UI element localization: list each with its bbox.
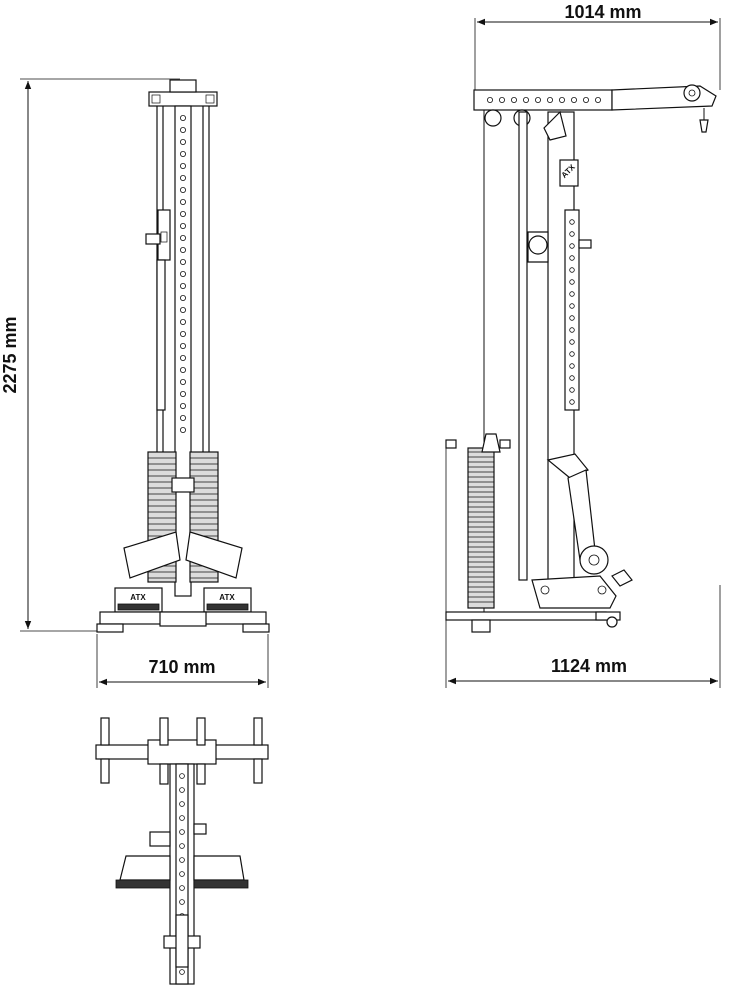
spine-hole	[179, 843, 185, 849]
arm-hole	[523, 97, 530, 104]
front-logo-right: ATX	[219, 593, 235, 602]
column-hole	[179, 318, 186, 325]
column-hole	[179, 115, 186, 122]
column-hole	[179, 270, 186, 277]
rail-hole	[569, 231, 575, 237]
rail-hole	[569, 255, 575, 261]
arm-hole	[486, 97, 493, 104]
dimension-top-depth: 1014 mm	[474, 2, 721, 90]
column-hole	[179, 402, 186, 409]
spine-hole	[179, 801, 185, 807]
column-hole	[179, 258, 186, 265]
arm-hole	[547, 97, 554, 104]
spine-hole	[179, 857, 185, 863]
rail-hole	[569, 243, 575, 249]
column-hole	[179, 294, 186, 301]
column-hole	[179, 174, 186, 181]
rail-hole	[569, 351, 575, 357]
spine-hole	[179, 969, 185, 975]
column-hole	[179, 234, 186, 241]
front-view: ATX ATX	[96, 79, 270, 633]
column-hole	[179, 366, 186, 373]
column-hole	[179, 246, 186, 253]
column-hole	[179, 210, 186, 217]
column-hole	[179, 306, 186, 313]
storage-peg	[159, 717, 169, 746]
dimension-height: 2275 mm	[0, 78, 180, 632]
column-hole	[179, 390, 186, 397]
arm-hole	[510, 97, 517, 104]
column-hole	[179, 426, 186, 433]
dimension-front-width: 710 mm	[96, 634, 269, 688]
top-depth-label: 1014 mm	[564, 2, 641, 22]
spine-hole	[179, 787, 185, 793]
spine-hole	[179, 815, 185, 821]
rail-hole	[569, 363, 575, 369]
column-hole	[179, 198, 186, 205]
column-hole	[179, 186, 186, 193]
rail-hole	[569, 291, 575, 297]
rail-hole	[569, 387, 575, 393]
rail-hole	[569, 219, 575, 225]
spine-hole	[179, 899, 185, 905]
rail-hole	[569, 327, 575, 333]
rail-hole	[569, 279, 575, 285]
storage-peg	[253, 717, 263, 746]
rail-hole	[569, 267, 575, 273]
arm-hole	[498, 97, 505, 104]
arm-hole	[535, 97, 542, 104]
rail-hole	[569, 315, 575, 321]
height-label: 2275 mm	[0, 316, 20, 393]
arm-hole	[583, 97, 590, 104]
side-view: ATX	[445, 84, 717, 633]
column-hole	[179, 127, 186, 134]
top-view	[95, 717, 269, 985]
column-hole	[179, 150, 186, 157]
column-hole	[179, 222, 186, 229]
arm-hole	[595, 97, 602, 104]
column-hole	[179, 282, 186, 289]
front-width-label: 710 mm	[148, 657, 215, 677]
column-hole	[179, 162, 186, 169]
side-depth-label: 1124 mm	[551, 656, 627, 676]
rail-hole	[569, 339, 575, 345]
spine-hole	[179, 885, 185, 891]
rail-hole	[569, 375, 575, 381]
front-logo-left: ATX	[130, 593, 146, 602]
column-hole	[179, 378, 186, 385]
arm-hole	[571, 97, 578, 104]
column-hole	[179, 354, 186, 361]
column-hole	[179, 342, 186, 349]
dimension-side-depth: 1124 mm	[445, 440, 721, 688]
spine-hole	[179, 871, 185, 877]
rail-hole	[569, 399, 575, 405]
column-hole	[179, 138, 186, 145]
column-hole	[179, 414, 186, 421]
column-hole	[179, 330, 186, 337]
arm-hole	[559, 97, 566, 104]
storage-peg	[100, 717, 110, 746]
spine-hole	[179, 829, 185, 835]
spine-hole	[179, 773, 185, 779]
rail-hole	[569, 303, 575, 309]
storage-peg	[196, 717, 206, 746]
